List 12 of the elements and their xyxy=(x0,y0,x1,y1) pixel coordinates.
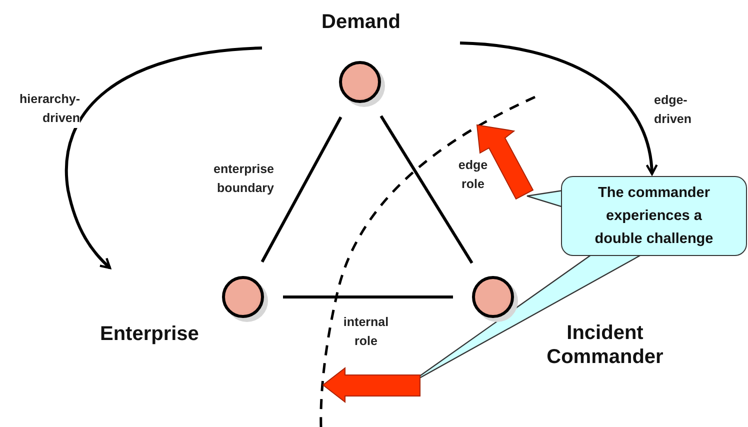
node-heading: Enterprise xyxy=(100,322,199,346)
area-label: enterprise boundary xyxy=(212,161,274,197)
node-heading: Incident Commander xyxy=(546,321,664,369)
curved-arrow xyxy=(65,46,262,270)
connector-line xyxy=(260,116,342,263)
connector-line xyxy=(283,296,453,298)
node-heading: Demand xyxy=(322,10,400,34)
connector-line xyxy=(380,115,474,264)
area-label: internal role xyxy=(342,314,390,350)
curved-arrow xyxy=(460,42,658,176)
callout-box: The commander experiences a double challenge xyxy=(561,176,747,256)
area-label: edge role xyxy=(457,157,489,193)
